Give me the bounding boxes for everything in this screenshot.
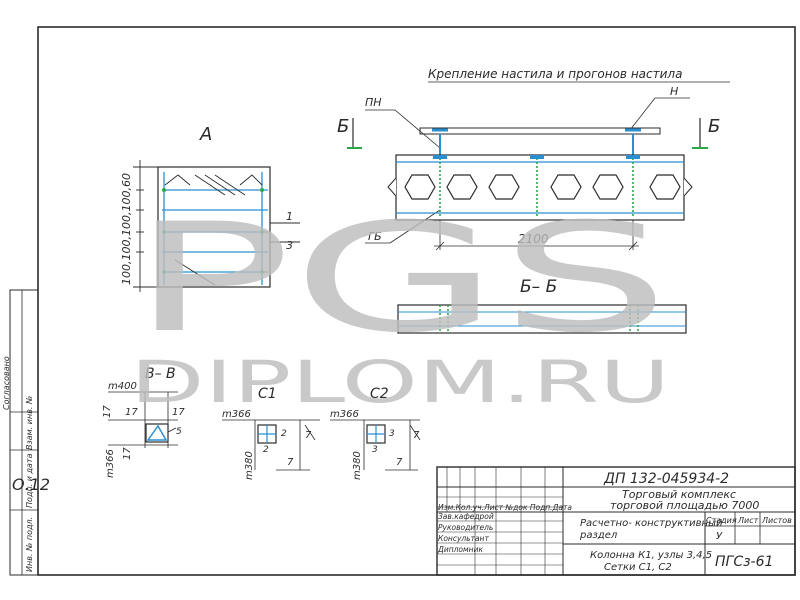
role-1: Руководитель: [438, 523, 493, 532]
detail-c1-side: m380: [244, 451, 255, 480]
dimension-2100: [434, 220, 639, 251]
drawing-frame: [9, 26, 796, 576]
detail-vv-d3: 17: [102, 405, 113, 418]
sheets-header: Листов: [761, 516, 792, 525]
detail-vv-top: m400: [108, 381, 137, 392]
hollow-core-slab: [387, 154, 693, 221]
label-b-right: Б: [708, 116, 720, 137]
sheet-title-line-1: Колонна К1, узлы 3,4,5: [590, 550, 712, 561]
sheet-header: Лист: [737, 516, 759, 525]
title-block: [436, 466, 796, 576]
detail-c1: [222, 419, 320, 471]
detail-c2: [330, 419, 421, 471]
detail-vv-side: m366: [105, 449, 116, 478]
stamp-agreed: Согласовано: [2, 356, 11, 410]
stamp-inv-orig: Инв. № подл.: [25, 517, 34, 572]
project-line-1: Торговый комплекс: [622, 488, 736, 501]
header-note: Крепление настила и прогонов настила: [428, 67, 682, 81]
watermark: PGS DIPLOM.RU: [130, 192, 670, 416]
section-marker-left: Б: [337, 116, 362, 149]
slab-elevation: [397, 304, 687, 334]
label-pn: ПН: [365, 96, 382, 109]
watermark-site: DIPLOM.RU: [130, 348, 670, 416]
project-line-2: торговой площадью 7000: [610, 499, 759, 512]
detail-c1-top: m366: [222, 409, 251, 420]
stage-value: У: [716, 531, 723, 542]
column-headers: Изм.Кол.уч.Лист №док Подп.Дата: [438, 503, 572, 512]
stamp-big: О.12: [12, 475, 50, 494]
drawing-code: ДП 132-045934-2: [603, 471, 729, 487]
detail-vv-title: В– В: [145, 366, 176, 382]
section-a-title: А: [199, 124, 212, 145]
label-n: Н: [670, 85, 678, 98]
detail-vv-d4: 17: [122, 447, 133, 460]
detail-c2-title: С2: [370, 386, 389, 402]
mark-3: 3: [286, 239, 293, 252]
role-2: Консультант: [438, 534, 489, 543]
detail-c2-n1: 3: [389, 429, 395, 439]
dimension-vertical: 100,100,100,100,60: [120, 173, 133, 285]
leader-lines: [365, 81, 730, 244]
detail-c1-n1: 2: [281, 429, 287, 439]
role-0: Зав.кафедрой: [438, 512, 494, 521]
watermark-logo: PGS: [130, 192, 670, 366]
stamp-signature: Подп. и дата: [25, 453, 34, 508]
detail-c1-title: С1: [258, 386, 277, 402]
side-stamp: Согласовано Взам. инв. № Подп. и дата Ин…: [2, 356, 50, 572]
sheet-title-line-2: Сетки С1, С2: [604, 562, 672, 573]
detail-c2-side: m380: [352, 451, 363, 480]
stamp-inv-replace: Взам. инв. №: [25, 396, 34, 450]
title-block-text: ДП 132-045934-2 Торговый комплекс торгов…: [437, 471, 792, 573]
section-bb-title: Б– Б: [520, 277, 557, 297]
detail-c2-top: m366: [330, 409, 359, 420]
detail-c2-d2: 7: [396, 457, 403, 468]
stage-header: Стадия: [706, 516, 737, 525]
detail-vv: [108, 391, 178, 448]
mark-1: 1: [286, 210, 293, 223]
detail-c2-d: 7: [413, 430, 420, 441]
label-b-left: Б: [337, 116, 349, 137]
role-3: Дипломник: [437, 545, 483, 554]
org-code: ПГСз-61: [715, 554, 773, 570]
detail-vv-d1: 17: [125, 407, 138, 418]
section-line-2: раздел: [579, 530, 618, 541]
section-a-detail: [133, 160, 300, 292]
detail-c1-d2: 7: [287, 457, 294, 468]
dimension-2100-label: 2100: [518, 232, 549, 246]
label-gb: ГБ: [368, 230, 382, 243]
detail-c1-d: 7: [305, 430, 312, 441]
detail-vv-d2: 17: [172, 407, 185, 418]
detail-vv-num: 5: [176, 427, 182, 437]
detail-c2-n2: 3: [372, 445, 378, 455]
purlin-beam: [419, 127, 661, 155]
detail-c1-n2: 2: [263, 445, 269, 455]
section-line-1: Расчетно- конструктивный: [580, 518, 723, 529]
section-marker-right: Б: [692, 116, 720, 149]
